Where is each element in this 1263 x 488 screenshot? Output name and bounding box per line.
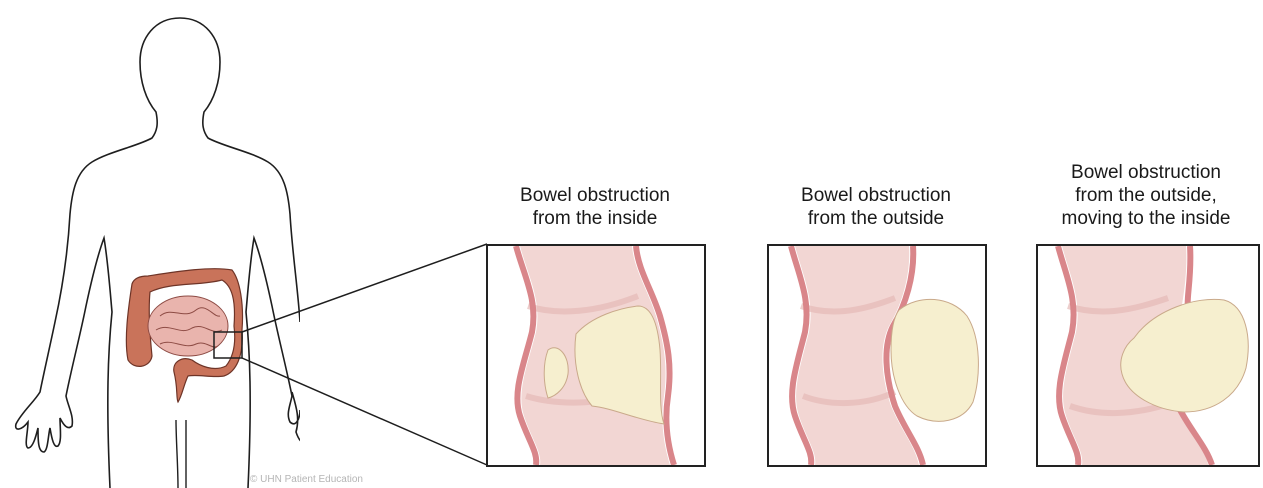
caption-outside: Bowel obstruction from the outside (767, 184, 985, 230)
panel-outside (767, 244, 987, 467)
tumor-mass (891, 299, 978, 421)
copyright-credit: © UHN Patient Education (250, 474, 363, 485)
caption-outside-to-inside: Bowel obstruction from the outside, movi… (1036, 161, 1256, 230)
callout-lines (0, 0, 490, 488)
panel-inside (486, 244, 706, 467)
panel-outside-to-inside (1036, 244, 1260, 467)
caption-inside: Bowel obstruction from the inside (486, 184, 704, 230)
